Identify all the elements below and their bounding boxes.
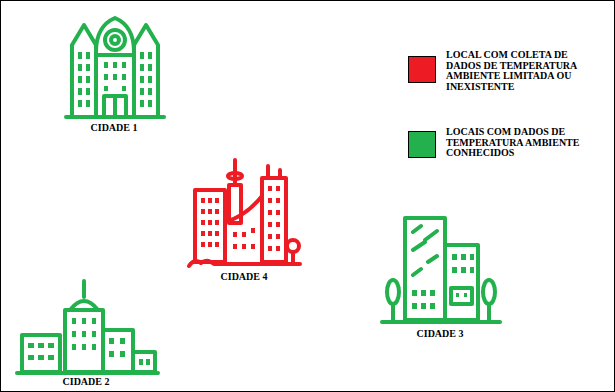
legend-label: LOCAIS COM DADOS DE TEMPERATURA AMBIENTE… xyxy=(446,127,604,159)
city-3-icon xyxy=(382,218,500,322)
city-name: CIDADE 2 xyxy=(63,376,110,387)
city-2-windows xyxy=(28,318,150,365)
city-name: CIDADE 3 xyxy=(417,328,464,339)
city-name: CIDADE 4 xyxy=(221,271,268,282)
city-3-windows xyxy=(412,254,474,309)
city-4-windows xyxy=(201,186,280,251)
city-4-icon xyxy=(189,160,300,266)
legend-swatch xyxy=(408,56,436,83)
city-1-windows xyxy=(78,52,152,107)
legend-label: LOCAL COM COLETA DE DADOS DE TEMPERATURA… xyxy=(446,50,588,92)
city-label: CIDADE 2 xyxy=(63,376,110,387)
city-label: CIDADE 1 xyxy=(91,122,138,133)
legend-swatch xyxy=(408,131,436,158)
city-label: CIDADE 4 xyxy=(221,271,268,282)
city-label: CIDADE 3 xyxy=(417,328,464,339)
city-name: CIDADE 1 xyxy=(91,122,138,133)
city-2-icon xyxy=(17,281,158,373)
city-1-icon xyxy=(66,18,164,117)
